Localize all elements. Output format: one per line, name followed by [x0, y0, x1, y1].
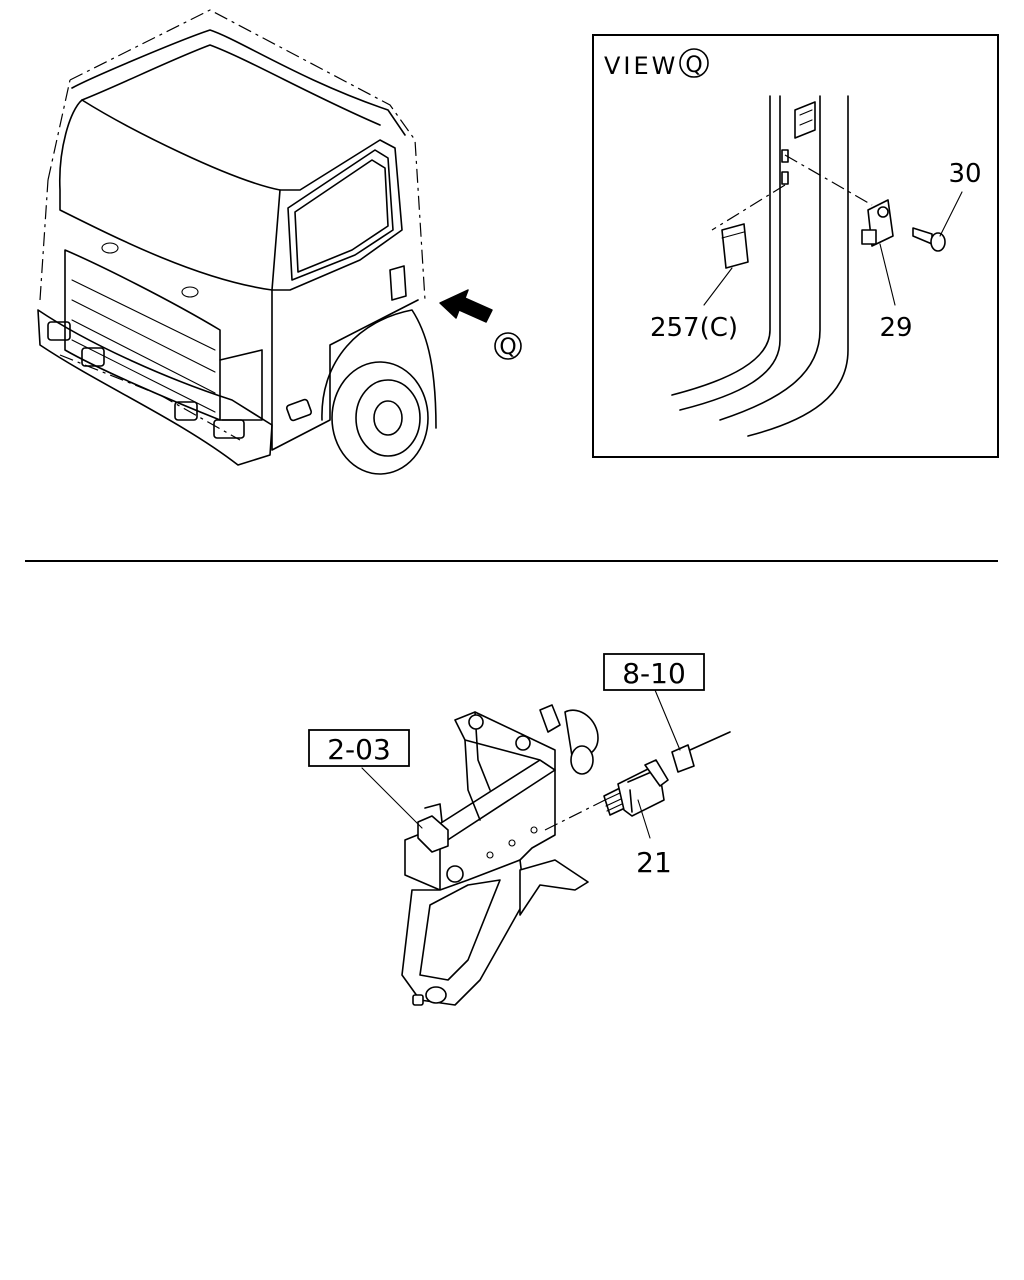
part-29-label: 29	[879, 313, 912, 343]
view-letter-circle	[679, 48, 709, 78]
ref-8-10-label: 8-10	[622, 657, 686, 690]
part-257c-label: 257(C)	[650, 313, 738, 343]
part-21-label: 21	[636, 846, 672, 879]
pedal-bracket-assembly	[401, 704, 606, 1006]
view-marker-callout: Q	[494, 332, 522, 360]
view-direction-arrow	[439, 289, 493, 323]
view-q-panel: VIEW Q	[592, 34, 999, 458]
harness-connector	[671, 731, 731, 773]
svg-text:Q: Q	[499, 335, 516, 360]
leader-2-03	[361, 767, 423, 829]
leader-21	[637, 799, 651, 839]
ref-8-10-box: 8-10	[603, 653, 705, 691]
view-letter: Q	[685, 53, 702, 78]
ref-2-03-box: 2-03	[308, 729, 410, 767]
ref-2-03-label: 2-03	[327, 733, 391, 766]
view-title: VIEW	[604, 52, 678, 80]
stop-light-switch	[603, 759, 669, 817]
leader-8-10	[654, 689, 681, 751]
part-30-label: 30	[948, 159, 981, 189]
truck-cab-illustration	[37, 9, 437, 475]
